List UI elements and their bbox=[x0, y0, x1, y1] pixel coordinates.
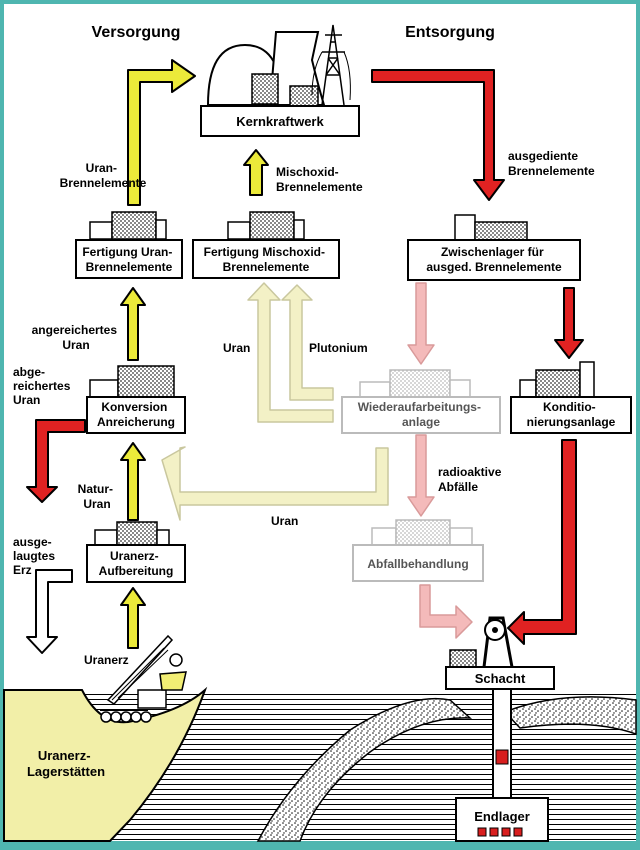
arrow-ore-up bbox=[120, 587, 146, 649]
waste-treatment-label: Abfallbehandlung bbox=[367, 557, 468, 571]
label-uranium-mid: Uran bbox=[223, 341, 250, 355]
supply-arrows bbox=[120, 59, 269, 649]
label-depleted-uranium: abge- reichertes Uran bbox=[13, 365, 74, 407]
ore-processing-box bbox=[86, 544, 186, 583]
fab-uranium-box bbox=[75, 239, 183, 279]
shaft-box bbox=[445, 666, 555, 690]
label-radioactive-waste: radioaktive Abfälle bbox=[438, 465, 505, 494]
arrow-interim-to-reprocessing bbox=[407, 282, 435, 365]
fab-mox-box bbox=[192, 239, 340, 279]
fab-mox-label: Fertigung Mischoxid- Brennelemente bbox=[204, 245, 329, 274]
reprocessing-label: Wiederaufarbeitungs- anlage bbox=[358, 400, 485, 429]
excavator-icon bbox=[100, 634, 187, 723]
repository-chamber bbox=[455, 797, 549, 842]
arrow-plant-to-interim bbox=[371, 69, 505, 201]
arrow-uranium-return bbox=[161, 446, 389, 521]
label-enriched-uranium: angereichertes Uran bbox=[32, 323, 121, 352]
arrow-treatment-to-shaft bbox=[419, 584, 473, 639]
label-uranium-return: Uran bbox=[271, 514, 298, 528]
arrow-waste-down bbox=[407, 434, 435, 517]
building-ore-processing bbox=[94, 521, 170, 546]
building-reprocessing bbox=[359, 369, 471, 398]
conversion-label: Konversion Anreicherung bbox=[97, 400, 175, 429]
label-uranium-fuel: Uran- Brennelemente bbox=[60, 161, 147, 190]
shaft-cage bbox=[495, 749, 509, 765]
building-fab-uranium bbox=[89, 211, 167, 240]
ground: Endlager Uranerz- Lagerstätten bbox=[3, 686, 637, 842]
label-leached-ore: ausge- laugtes Erz bbox=[13, 535, 58, 577]
conditioning-box bbox=[510, 396, 632, 434]
arrow-plutonium-to-mox bbox=[281, 284, 334, 401]
faded-disposal-arrows bbox=[407, 282, 473, 639]
power-plant-icon bbox=[206, 24, 351, 107]
heading-supply: Versorgung bbox=[92, 24, 181, 41]
label-uranium-ore: Uranerz bbox=[84, 653, 129, 667]
label-mox-fuel: Mischoxid- Brennelemente bbox=[276, 165, 363, 194]
deposit-label: Uranerz- Lagerstätten bbox=[27, 748, 105, 779]
disposal-arrows bbox=[26, 69, 584, 645]
faded-supply-arrows bbox=[161, 282, 389, 521]
arrow-leached-ore bbox=[26, 569, 73, 654]
arrow-interim-to-conditioning bbox=[554, 287, 584, 359]
interim-storage-box bbox=[407, 239, 581, 281]
arrow-natural-up bbox=[120, 442, 146, 521]
building-waste-treatment bbox=[371, 519, 473, 546]
conversion-box bbox=[86, 396, 186, 434]
arrow-mox-to-plant bbox=[243, 149, 269, 196]
power-plant-box bbox=[200, 105, 360, 137]
repository-label: Endlager bbox=[474, 809, 530, 824]
reprocessing-box bbox=[341, 396, 501, 434]
conditioning-label: Konditio- nierungsanlage bbox=[527, 400, 616, 429]
label-natural-uranium: Natur- Uran bbox=[78, 482, 117, 511]
arrow-fuel-to-plant bbox=[127, 59, 196, 206]
fab-uranium-label: Fertigung Uran- Brennelemente bbox=[82, 245, 175, 274]
ore-vein-right bbox=[503, 696, 637, 736]
shaft-tube bbox=[492, 687, 512, 801]
ore-vein bbox=[256, 697, 473, 842]
label-plutonium: Plutonium bbox=[309, 341, 368, 355]
heading-disposal: Entsorgung bbox=[405, 24, 495, 41]
shaft-label: Schacht bbox=[475, 671, 526, 686]
ore-processing-label: Uranerz- Aufbereitung bbox=[99, 549, 174, 578]
waste-treatment-box bbox=[352, 544, 484, 582]
arrow-enriched-up bbox=[120, 287, 146, 361]
label-spent-fuel: ausgediente Brennelemente bbox=[508, 149, 595, 178]
power-plant-label: Kernkraftwerk bbox=[236, 114, 324, 129]
waste-containers bbox=[477, 827, 523, 837]
interim-storage-label: Zwischenlager für ausged. Brennelemente bbox=[426, 245, 562, 274]
arrow-conditioning-to-shaft bbox=[507, 439, 577, 645]
building-conversion bbox=[89, 365, 175, 398]
shaft-headframe-icon bbox=[449, 616, 514, 668]
building-conditioning bbox=[519, 361, 595, 398]
arrow-depleted-down bbox=[26, 419, 86, 503]
arrow-uranium-to-mox bbox=[247, 282, 334, 423]
building-interim-storage bbox=[454, 214, 528, 241]
